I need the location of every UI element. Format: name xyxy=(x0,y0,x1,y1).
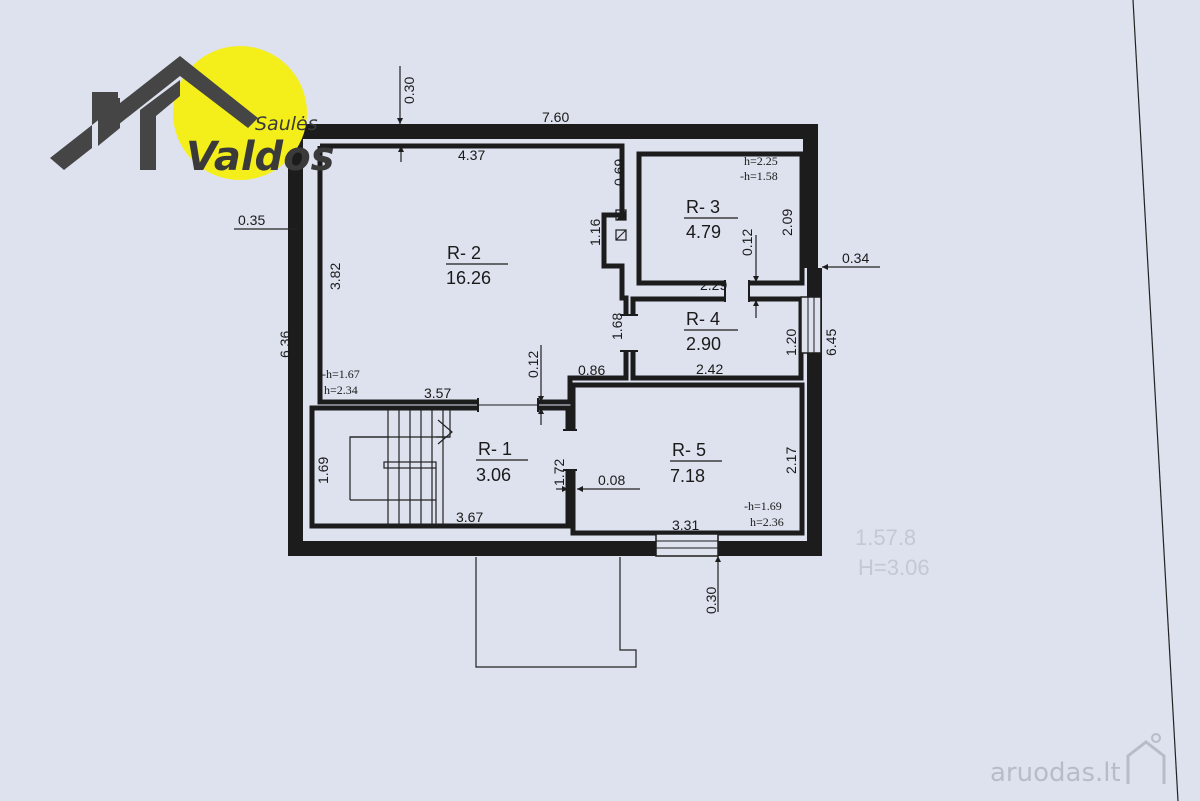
watermark: aruodas.lt xyxy=(990,733,1166,788)
dim-r2-bottom-width: 3.57 xyxy=(424,385,451,401)
dim-bottom-wall: 0.30 xyxy=(703,587,719,614)
height-r3-h: h=2.25 xyxy=(744,154,778,168)
dim-r2-step: 1.16 xyxy=(587,219,603,246)
dim-r3-width: 2.29 xyxy=(700,277,727,293)
faint-mark-a: 1.57.8 xyxy=(855,525,916,550)
chimney-symbol-2 xyxy=(615,229,627,241)
height-r5-neg: -h=1.69 xyxy=(744,499,782,513)
room-area: 3.06 xyxy=(476,465,511,485)
room-area: 4.79 xyxy=(686,222,721,242)
room-label-r3: R- 3 4.79 xyxy=(684,197,738,242)
dim-right-wall: 0.34 xyxy=(842,250,869,266)
height-r2-h: h=2.34 xyxy=(324,383,358,397)
dim-r1-width: 3.67 xyxy=(456,509,483,525)
watermark-smoke-icon xyxy=(1151,733,1161,743)
logo-word-large: Valdos xyxy=(186,134,334,180)
room-label-r2: R- 2 16.26 xyxy=(446,243,508,288)
dim-r4-left: 1.68 xyxy=(609,313,625,340)
room-name: R- 4 xyxy=(686,309,720,329)
door-r2-r4 xyxy=(620,315,638,351)
room-area: 2.90 xyxy=(686,334,721,354)
entrance-door xyxy=(655,533,719,557)
dim-right-height: 6.45 xyxy=(823,329,839,356)
sheet-edge-line xyxy=(1132,0,1179,801)
room-label-r5: R- 5 7.18 xyxy=(670,440,722,486)
dimension-arrows xyxy=(297,118,828,562)
dim-r2-bottom-gap: 0.12 xyxy=(525,351,541,378)
dim-r4-width: 2.42 xyxy=(696,361,723,377)
height-r5-h: h=2.36 xyxy=(750,515,784,529)
logo-roof xyxy=(50,56,258,170)
dim-r3-gap: 0.12 xyxy=(739,229,755,256)
door-r1-r5 xyxy=(563,430,577,470)
room-name: R- 1 xyxy=(478,439,512,459)
outer-walls xyxy=(288,124,822,556)
window-right xyxy=(800,296,822,354)
logo-word-small: Saulės xyxy=(255,113,318,135)
room-name: R- 5 xyxy=(672,440,706,460)
staircase xyxy=(349,410,453,526)
dim-overall-height: 6.36 xyxy=(277,331,293,358)
dim-left-wall: 0.35 xyxy=(238,212,265,228)
dim-r5-width: 3.31 xyxy=(672,517,699,533)
dim-r2-notch: 0.86 xyxy=(578,362,605,378)
dim-top-wall: 0.30 xyxy=(401,77,417,104)
room-area: 16.26 xyxy=(446,268,491,288)
dim-r2-side-top: 0.69 xyxy=(611,159,627,186)
watermark-house-icon xyxy=(1126,740,1166,784)
dim-r4-height: 1.20 xyxy=(783,329,799,356)
company-logo: Saulės Valdos xyxy=(50,46,334,180)
dim-r1-partition: 0.08 xyxy=(598,472,625,488)
chimney-diag xyxy=(615,229,627,241)
logo-roof-inner xyxy=(140,80,180,170)
faint-mark-b: H=3.06 xyxy=(858,555,930,580)
porch-outline xyxy=(475,557,637,668)
dim-r3-height: 2.09 xyxy=(779,209,795,236)
dim-r2-width: 4.37 xyxy=(458,147,485,163)
r3-wall xyxy=(636,151,805,286)
room-name: R- 2 xyxy=(447,243,481,263)
dim-r1-height: 1.69 xyxy=(315,457,331,484)
dim-r2-height: 3.82 xyxy=(327,263,343,290)
dim-overall-width: 7.60 xyxy=(542,109,569,125)
dim-r5-height: 2.17 xyxy=(783,447,799,474)
dimension-lines xyxy=(234,66,880,612)
chimney-fill xyxy=(616,210,626,220)
room-label-r4: R- 4 2.90 xyxy=(684,309,738,354)
room-label-r1: R- 1 3.06 xyxy=(476,439,528,485)
dim-r1-door: 1.72 xyxy=(551,459,567,486)
room-name: R- 3 xyxy=(686,197,720,217)
room-area: 7.18 xyxy=(670,466,705,486)
logo-roof-left-chimney xyxy=(98,98,120,146)
watermark-text: aruodas.lt xyxy=(990,758,1121,788)
height-r3-neg: -h=1.58 xyxy=(740,169,778,183)
door-r3-r4 xyxy=(725,280,749,302)
height-r2-neg: -h=1.67 xyxy=(322,367,360,381)
